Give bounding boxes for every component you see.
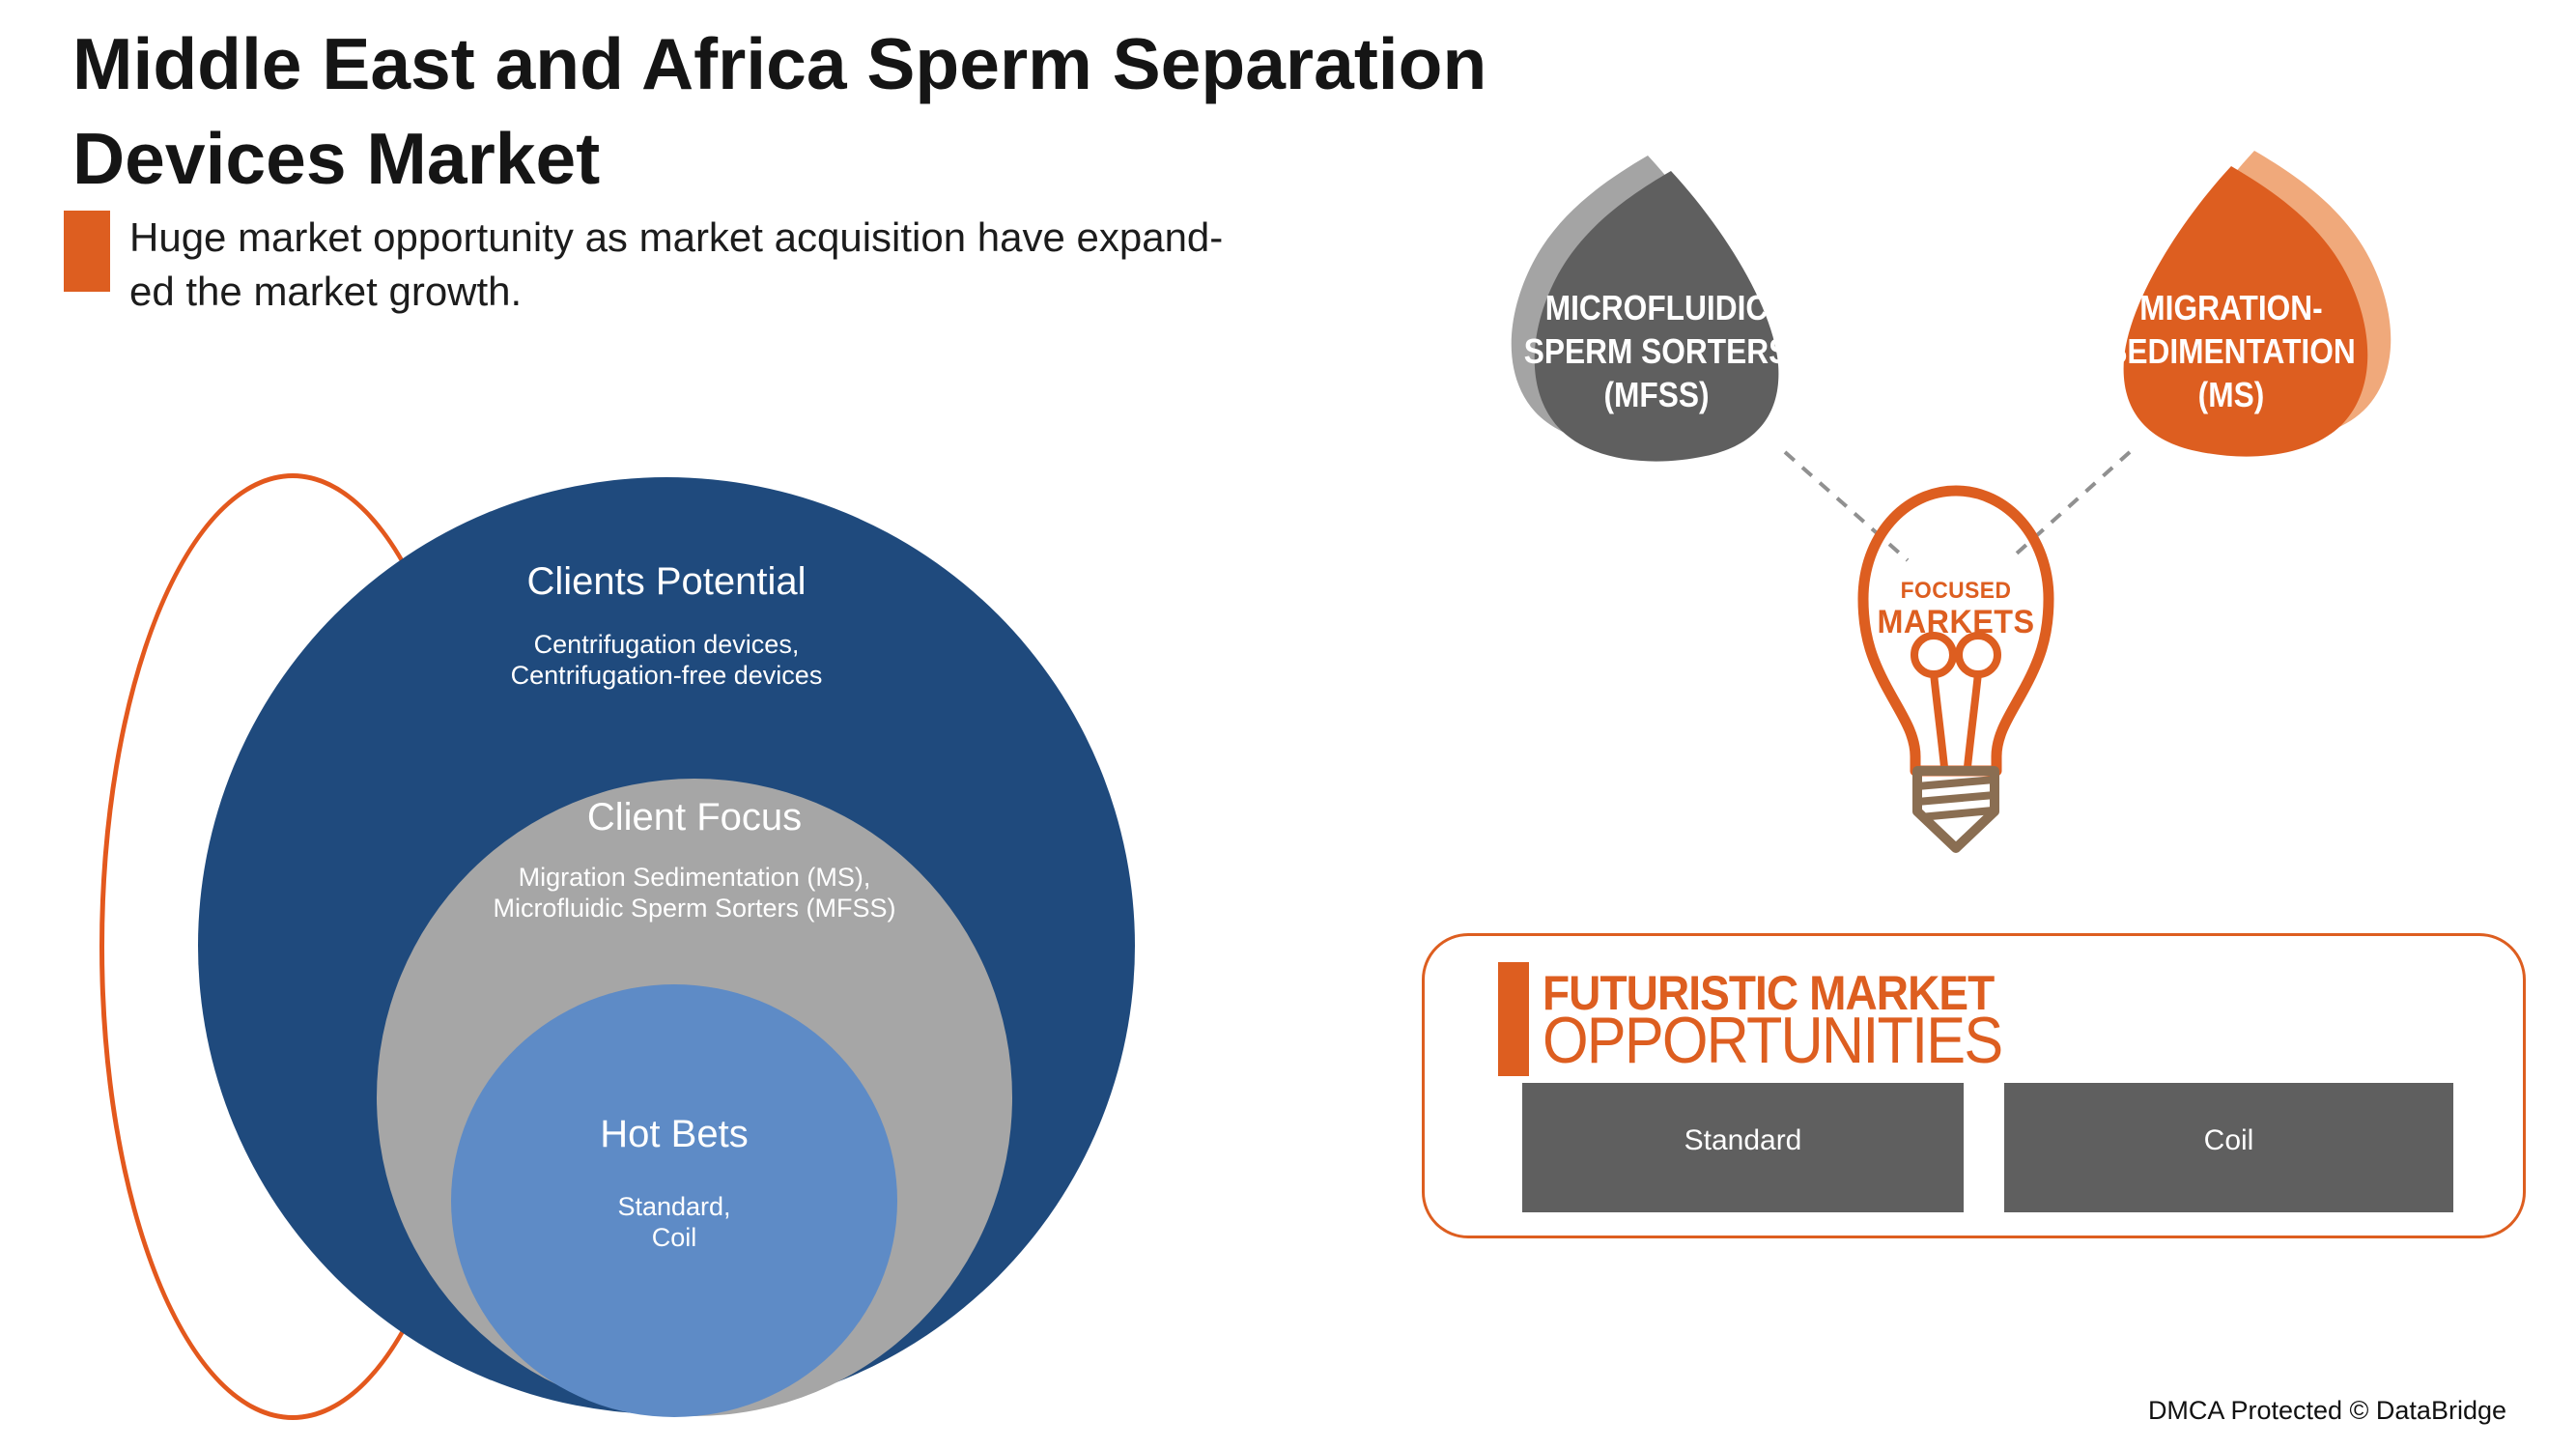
hot-bets-label: Hot Bets: [600, 1113, 749, 1155]
clients-potential-label: Clients Potential: [526, 560, 807, 603]
client-focus-label: Client Focus: [586, 796, 803, 838]
subtitle-line2: ed the market growth.: [129, 268, 523, 314]
client-focus-detail: Migration Sedimentation (MS), Microfluid…: [493, 863, 896, 923]
opportunity-box-coil: Coil: [1992, 1083, 2453, 1226]
focused-label: FOCUSED: [1900, 578, 2012, 604]
futuristic-opportunities-panel: FUTURISTIC MARKET OPPORTUNITIES Standard…: [1422, 933, 2526, 1238]
subtitle-text: Huge market opportunity as market acquis…: [129, 211, 1223, 319]
clients-potential-detail: Centrifugation devices, Centrifugation-f…: [510, 630, 823, 690]
ms-blob-label: MIGRATION- SEDIMENTATION (MS): [2107, 288, 2356, 414]
opportunities-heading-line1: FUTURISTIC MARKET: [1543, 966, 1995, 1020]
subtitle-accent-bar: [64, 211, 110, 292]
subtitle-line1: Huge market opportunity as market acquis…: [129, 214, 1224, 260]
page-title-line2: Devices Market: [72, 117, 601, 199]
bulb-filament-right-stem: [1964, 672, 1982, 768]
dashed-connectors: [1783, 450, 2132, 562]
opportunities-heading-line2: OPPORTUNITIES: [1543, 1004, 2003, 1077]
bulb-filament-right-loop: [1955, 632, 2001, 678]
bulb-base-thread-1: [1916, 776, 1996, 790]
ms-blob-shape: [2123, 151, 2392, 457]
bulb-filament-left-loop: [1911, 632, 1957, 678]
opportunity-standard-label: Standard: [1684, 1124, 1802, 1156]
bulb-filament-left-stem: [1930, 672, 1948, 768]
opportunity-coil-label: Coil: [2203, 1124, 2254, 1156]
ring-hot-bets: [451, 984, 897, 1417]
mfss-blob-label: MICROFLUIDIC SPERM SORTERS (MFSS): [1523, 288, 1790, 414]
bulb-base-thread-3: [1919, 807, 1994, 821]
dmca-footer-text: DMCA Protected © DataBridge: [2147, 1396, 2506, 1425]
mfss-blob-shape: [1511, 156, 1779, 462]
opportunities-accent-bar: [1498, 962, 1529, 1076]
bulb-base-outline: [1912, 766, 1999, 853]
page-title-line1: Middle East and Africa Sperm Separation: [72, 23, 1487, 104]
connector-left: [1783, 450, 1910, 562]
subtitle-block: Huge market opportunity as market acquis…: [64, 211, 1223, 319]
focused-markets-label: FOCUSED MARKETS: [1846, 576, 2066, 640]
hot-bets-detail: Standard, Coil: [617, 1192, 731, 1252]
mfss-blob-body: [1534, 171, 1779, 462]
lightbulb-icon: [1857, 485, 2054, 853]
opportunity-box-standard: Standard: [1510, 1083, 1964, 1226]
bulb-base-thread-2: [1916, 791, 1996, 806]
ms-blob-body: [2123, 166, 2368, 457]
connector-right: [2007, 450, 2132, 562]
bulb-glass: [1857, 485, 2054, 777]
markets-label: MARKETS: [1877, 604, 2035, 641]
